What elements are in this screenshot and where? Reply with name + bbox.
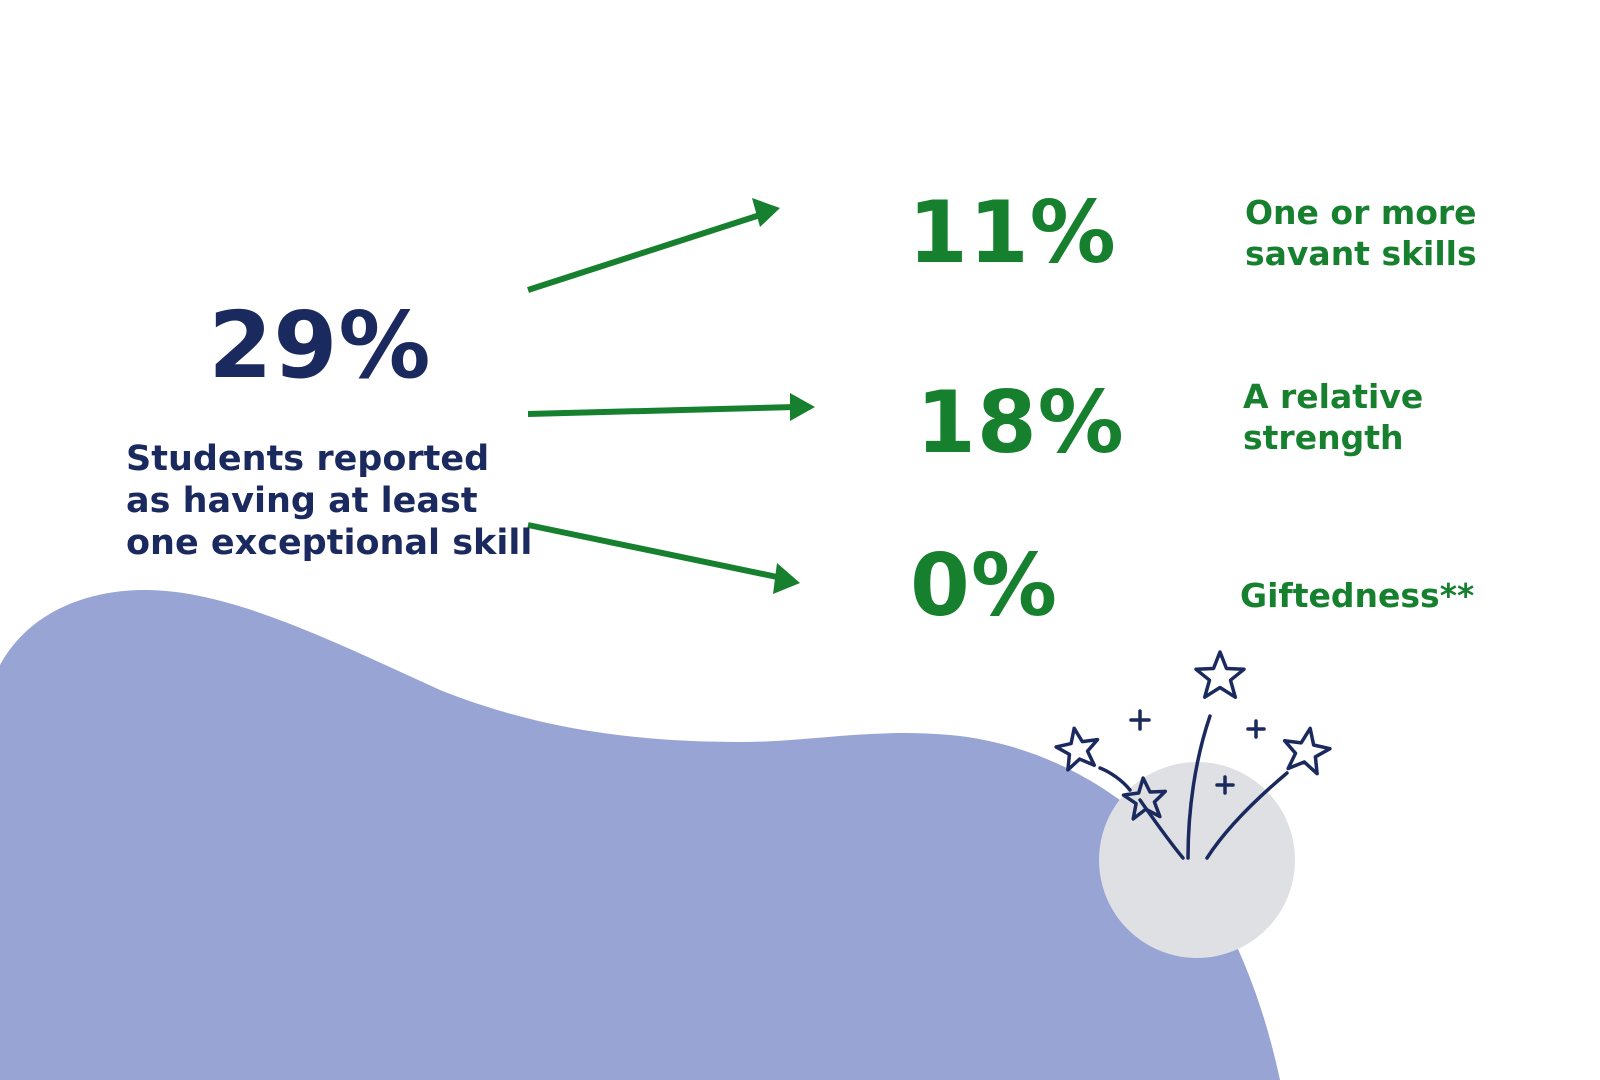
summary-description-line: as having at least: [126, 481, 478, 521]
background-wave: [0, 590, 1280, 1080]
strength-percent: 18%: [916, 373, 1125, 473]
summary-percent: 29%: [208, 292, 432, 399]
giftedness-label: Giftedness**: [1240, 575, 1474, 616]
fireworks-stars-icon: [1054, 650, 1332, 860]
summary-description-line: Students reported: [126, 439, 490, 479]
savant-label: One or more savant skills: [1245, 192, 1477, 274]
arrow-to-strength: [527, 393, 815, 421]
strength-label-line: A relative: [1243, 377, 1424, 416]
summary-description-line: one exceptional skill: [126, 523, 533, 563]
savant-label-line: savant skills: [1245, 234, 1477, 273]
strength-label-line: strength: [1243, 418, 1404, 457]
savant-percent: 11%: [908, 183, 1117, 283]
giftedness-label-line: Giftedness**: [1240, 576, 1475, 615]
strength-label: A relative strength: [1243, 376, 1423, 458]
arrow-to-savant: [527, 198, 780, 293]
arrow-to-giftedness: [527, 522, 800, 594]
summary-description: Students reported as having at least one…: [126, 438, 533, 564]
giftedness-percent: 0%: [910, 536, 1059, 636]
savant-label-line: One or more: [1245, 193, 1477, 232]
